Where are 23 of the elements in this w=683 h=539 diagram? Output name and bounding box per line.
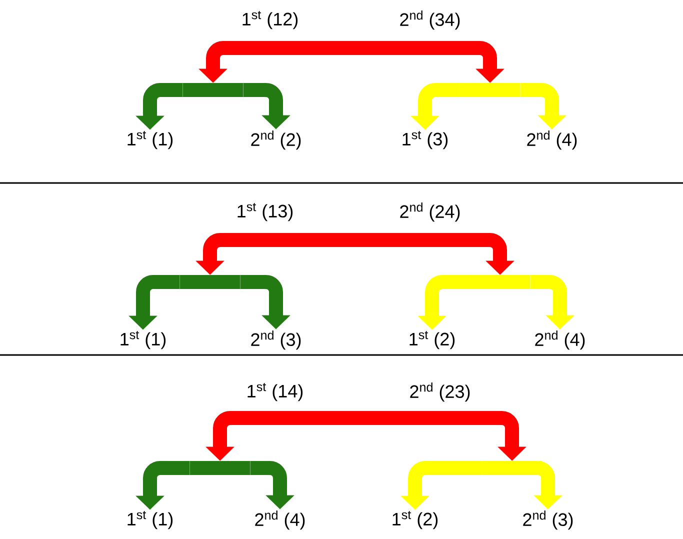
edge-label: 2$^{nd}$ (24)	[398, 201, 462, 223]
leaf-label: 2$^{nd}$ (4)	[255, 510, 305, 530]
edge-label: 2$^{nd}$ (34)	[398, 9, 462, 31]
leaf-label: 2$^{nd}$ (3)	[251, 330, 301, 350]
edge-label: 1$^{st}$ (13)	[235, 202, 295, 222]
leaf-label: 2$^{nd}$ (3)	[523, 510, 573, 530]
bracket-bar	[183, 83, 243, 97]
bracket-bar	[460, 83, 520, 97]
bracket-bar	[470, 275, 530, 289]
leaf-label: 1$^{st}$ (2)	[392, 510, 438, 530]
leaf-label: 1$^{st}$ (1)	[128, 510, 173, 530]
leaf-label: 1$^{st}$ (1)	[120, 330, 166, 350]
leaf-label: 1$^{st}$ (1)	[128, 130, 173, 150]
leaf-label: 2$^{nd}$ (4)	[527, 130, 577, 150]
edge-label: 1$^{st}$ (12)	[240, 10, 300, 30]
leaf-label: 1$^{st}$ (3)	[402, 130, 448, 150]
edge-label: 1$^{st}$ (14)	[245, 382, 305, 402]
leaf-label: 1$^{st}$ (2)	[410, 330, 455, 350]
leaf-label: 2$^{nd}$ (4)	[535, 330, 585, 350]
leaf-label: 2$^{nd}$ (2)	[251, 130, 301, 150]
bracket-bar	[180, 275, 240, 289]
bracket-bar	[190, 461, 250, 475]
edge-label: 2$^{nd}$ (23)	[408, 381, 472, 403]
